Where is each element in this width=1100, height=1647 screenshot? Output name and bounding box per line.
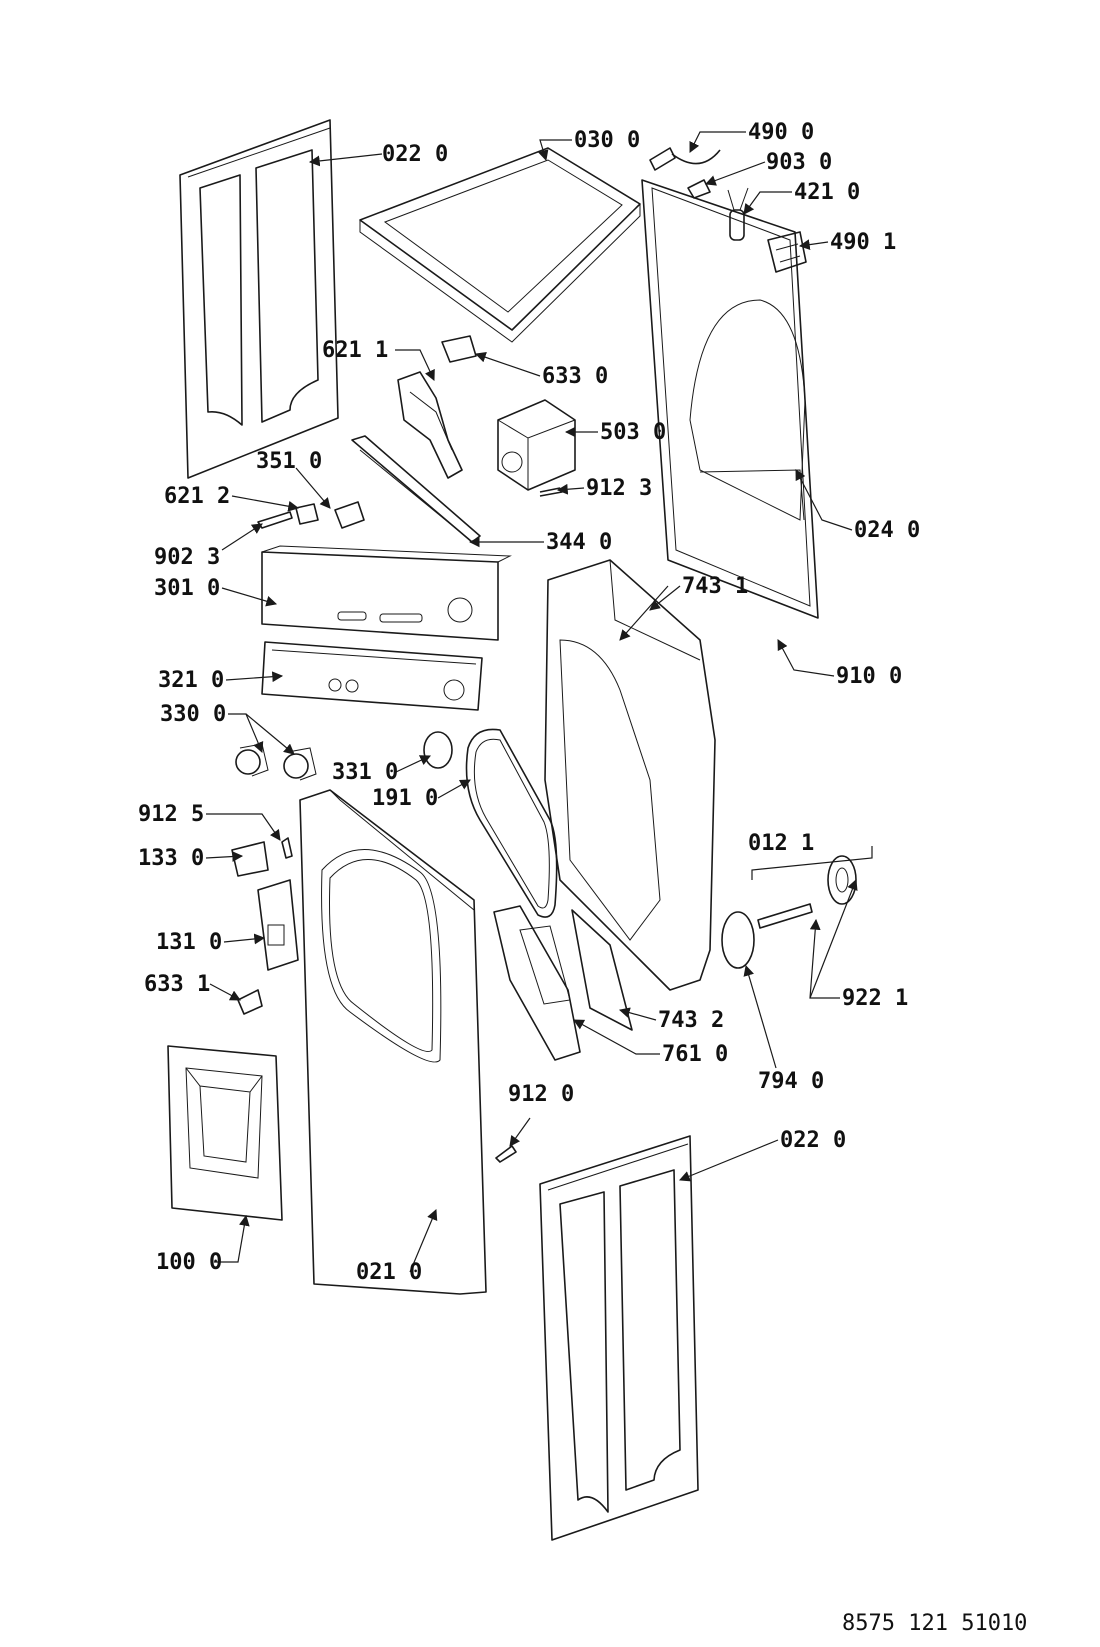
label-794: 794 0 xyxy=(758,1069,824,1094)
screw-912-5 xyxy=(281,837,293,859)
label-903: 903 0 xyxy=(766,150,832,175)
control-panel xyxy=(261,545,512,641)
label-633-1: 633 1 xyxy=(144,972,210,997)
latch-131 xyxy=(257,879,299,971)
part-labels: 022 0 030 0 490 0 903 0 421 0 490 1 621 … xyxy=(138,120,920,1285)
label-030: 030 0 xyxy=(574,128,640,153)
label-024: 024 0 xyxy=(854,518,920,543)
power-cord xyxy=(649,147,721,171)
label-621-2: 621 2 xyxy=(164,484,230,509)
label-133: 133 0 xyxy=(138,846,204,871)
label-022-top: 022 0 xyxy=(382,142,448,167)
label-100: 100 0 xyxy=(156,1250,222,1275)
label-012: 012 1 xyxy=(748,831,814,856)
mains-filter xyxy=(767,231,807,273)
label-912-3: 912 3 xyxy=(586,476,652,501)
lint-filter xyxy=(493,905,581,1061)
door-gasket xyxy=(465,728,558,918)
drum-housing xyxy=(544,559,716,991)
side-panel-bottom xyxy=(539,1135,699,1541)
label-743-1: 743 1 xyxy=(682,574,748,599)
label-910: 910 0 xyxy=(836,664,902,689)
front-panel xyxy=(299,789,487,1295)
top-cover xyxy=(359,147,641,343)
selector-part xyxy=(334,501,365,529)
hinge-133 xyxy=(231,841,269,877)
label-912-5: 912 5 xyxy=(138,802,204,827)
label-922: 922 1 xyxy=(842,986,908,1011)
side-panel-top xyxy=(179,119,339,479)
control-rail xyxy=(351,435,481,543)
drum-shaft xyxy=(757,903,813,929)
label-331: 331 0 xyxy=(332,760,398,785)
label-022-bottom: 022 0 xyxy=(780,1128,846,1153)
label-490-0: 490 0 xyxy=(748,120,814,145)
label-191: 191 0 xyxy=(372,786,438,811)
label-131: 131 0 xyxy=(156,930,222,955)
belt-ring xyxy=(721,911,755,969)
knob-right xyxy=(283,747,317,781)
filter-flap xyxy=(571,909,633,1031)
capacitor xyxy=(727,187,749,241)
label-421: 421 0 xyxy=(794,180,860,205)
label-490-1: 490 1 xyxy=(830,230,896,255)
label-621-1: 621 1 xyxy=(322,338,388,363)
pulley-wheel xyxy=(827,855,857,905)
label-761: 761 0 xyxy=(662,1042,728,1067)
label-344: 344 0 xyxy=(546,530,612,555)
label-021: 021 0 xyxy=(356,1260,422,1285)
knob-331 xyxy=(423,731,453,769)
label-301: 301 0 xyxy=(154,576,220,601)
door-catch xyxy=(237,989,263,1015)
label-321: 321 0 xyxy=(158,668,224,693)
switch-621-2 xyxy=(295,503,319,525)
timer-bracket xyxy=(397,371,463,479)
screw-912-3 xyxy=(539,487,563,497)
label-351: 351 0 xyxy=(256,449,322,474)
door-lock xyxy=(441,335,477,363)
screw-912-0 xyxy=(495,1145,517,1163)
bracket-012 xyxy=(751,846,873,880)
drawing-number: 8575 121 51010 xyxy=(842,1611,1027,1636)
leader-lines xyxy=(205,131,858,1273)
label-330: 330 0 xyxy=(160,702,226,727)
label-503: 503 0 xyxy=(600,420,666,445)
kickplate xyxy=(167,1045,283,1221)
cable-clip xyxy=(687,179,711,199)
label-912-0: 912 0 xyxy=(508,1082,574,1107)
label-633-0: 633 0 xyxy=(542,364,608,389)
label-902: 902 3 xyxy=(154,545,220,570)
knob-left xyxy=(235,743,269,777)
fascia-panel xyxy=(261,641,483,711)
electronic-module xyxy=(497,399,576,491)
spring-902-3 xyxy=(257,511,293,529)
label-743-2: 743 2 xyxy=(658,1008,724,1033)
